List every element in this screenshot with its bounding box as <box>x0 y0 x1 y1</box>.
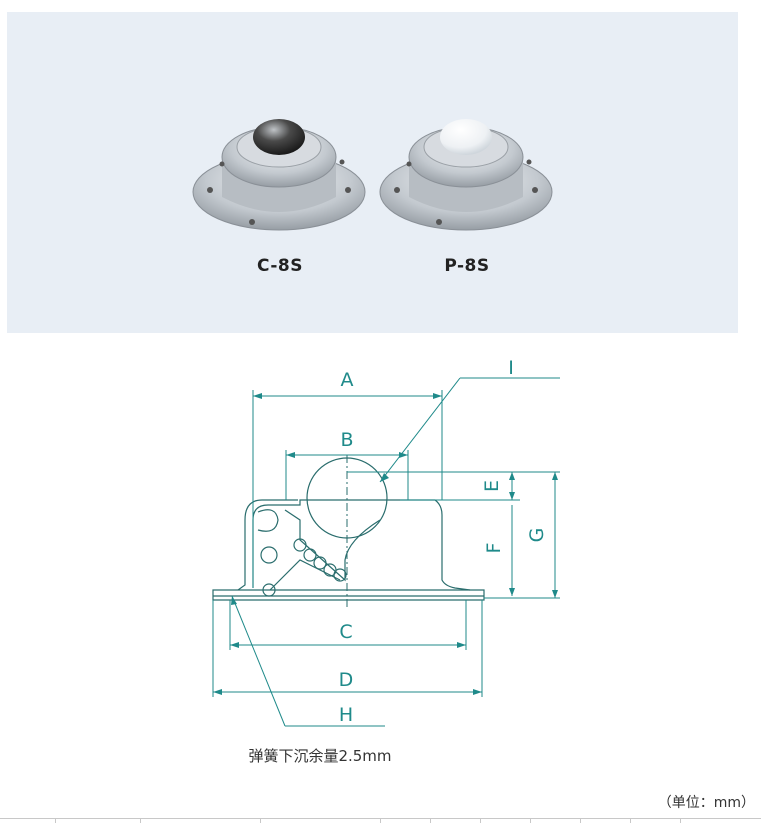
spring-note: 弹簧下沉余量2.5mm <box>248 747 392 765</box>
c8s-product-image <box>192 119 366 231</box>
dim-label-c: C <box>339 621 352 643</box>
dim-label-g: G <box>526 528 548 543</box>
dimension-drawing: A B I E F G C D H <box>212 357 560 727</box>
product-photo-panel: C-8S P-8S <box>7 12 738 333</box>
dim-label-e: E <box>481 480 503 492</box>
dim-label-b: B <box>340 429 353 451</box>
unit-label: （单位：mm） <box>657 795 755 811</box>
dimension-lines <box>212 377 560 727</box>
dim-label-i: I <box>508 357 514 379</box>
dim-label-a: A <box>341 369 354 391</box>
part-outline <box>212 457 485 601</box>
spec-table-top-edge <box>0 818 761 823</box>
dim-label-f: F <box>483 543 505 554</box>
p8s-product-image <box>379 119 553 231</box>
product-label-c8s: C-8S <box>257 256 303 276</box>
product-label-p8s: P-8S <box>444 256 490 276</box>
dimension-arrows <box>213 393 558 695</box>
dim-label-d: D <box>339 669 354 691</box>
dim-label-h: H <box>339 704 353 726</box>
